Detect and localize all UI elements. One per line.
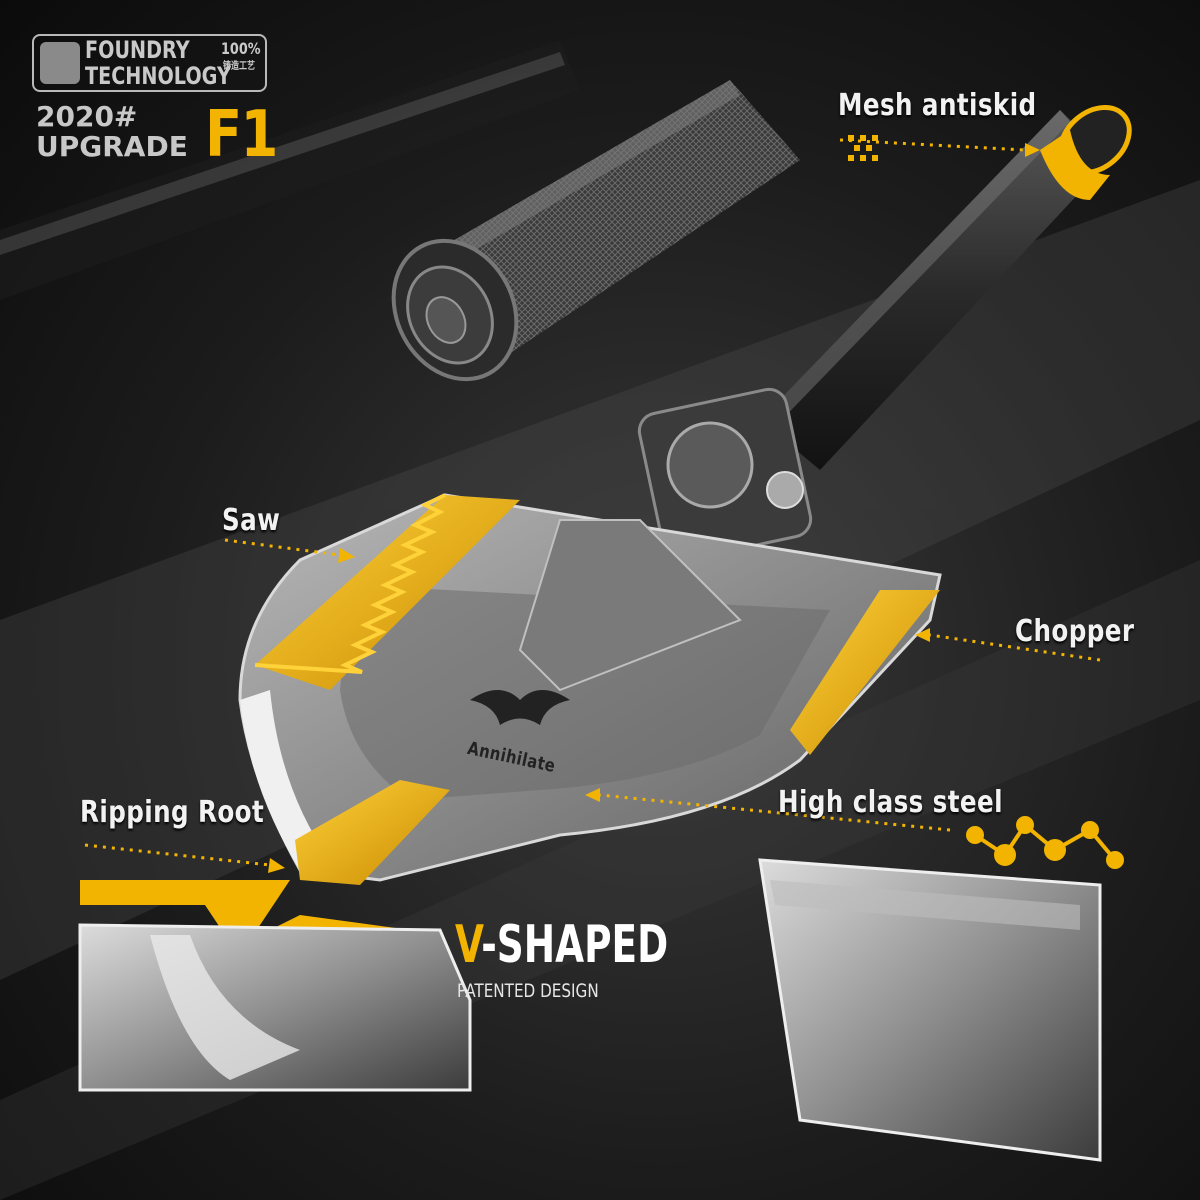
label-chopper: Chopper xyxy=(1015,614,1135,649)
leader-arrowheads xyxy=(268,143,1040,873)
bat-logo-icon xyxy=(470,690,570,725)
chopper-edge xyxy=(790,590,940,755)
label-saw: Saw xyxy=(222,503,281,538)
shovel-shaft xyxy=(760,104,1132,470)
saw-edge xyxy=(254,493,520,690)
brand-cn: 铸造工艺 xyxy=(223,61,255,72)
detached-grip xyxy=(391,80,800,382)
foundry-logo-icon xyxy=(40,42,80,84)
mesh-icon xyxy=(848,135,878,161)
folding-hinge xyxy=(637,387,813,563)
label-ripping-root: Ripping Root xyxy=(80,795,265,830)
ripping-root-tip xyxy=(295,780,450,885)
brand-year: 2020# xyxy=(36,100,138,133)
v-detail-panel xyxy=(78,923,472,1092)
brand-line1: FOUNDRY xyxy=(85,36,190,64)
v-letter: V xyxy=(455,915,482,975)
molecule-icon xyxy=(966,816,1124,869)
model-name: F1 xyxy=(205,98,278,172)
brand-badge xyxy=(32,34,267,92)
shaped-text: -SHAPED xyxy=(481,915,669,975)
brand-percent: 100% xyxy=(221,39,261,58)
label-mesh-antiskid: Mesh antiskid xyxy=(838,88,1037,123)
patented-design-text: PATENTED DESIGN xyxy=(457,980,599,1002)
label-high-class-steel: High class steel xyxy=(778,785,1003,820)
v-shape-arrow xyxy=(80,880,440,965)
background-handle xyxy=(0,40,580,300)
v-shaped-title: V-SHAPED xyxy=(455,915,668,975)
brand-line2: TECHNOLOGY xyxy=(85,62,231,90)
leader-lines xyxy=(84,138,1101,867)
steel-detail-panel xyxy=(758,858,1102,1162)
brand-upgrade: UPGRADE xyxy=(36,130,188,163)
